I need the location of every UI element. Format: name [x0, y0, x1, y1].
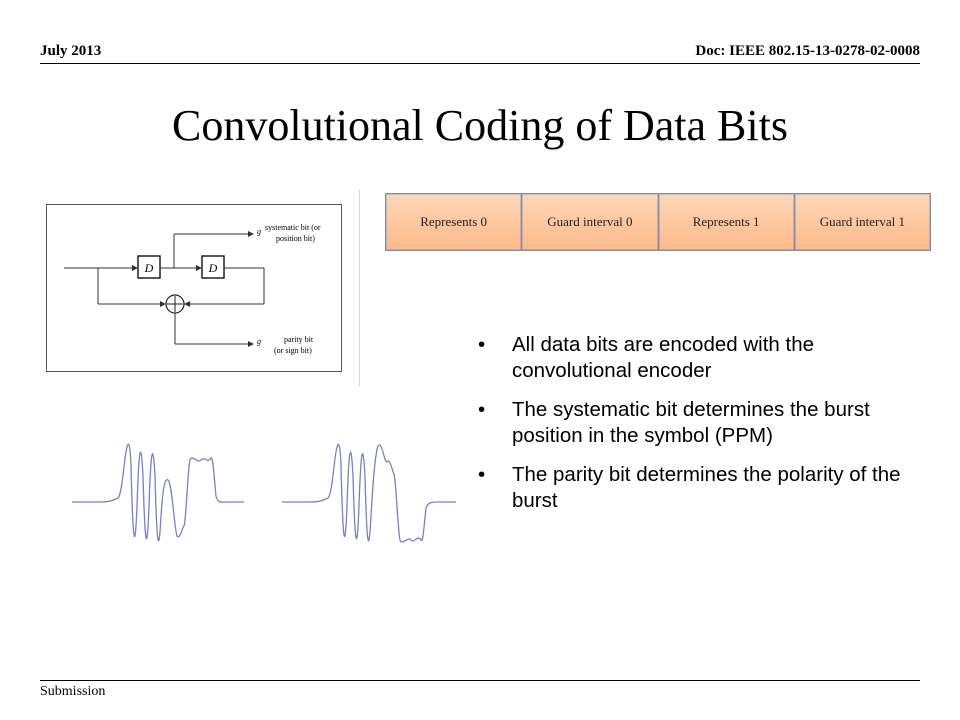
encoder-diagram: D D g systematic bit (or position bit) g… [46, 204, 342, 372]
out2-symbol: g [257, 337, 261, 346]
symbol-structure-bar: Represents 0 Guard interval 0 Represents… [385, 193, 931, 251]
bullet-text: All data bits are encoded with the convo… [512, 333, 814, 382]
out1-label-line1: systematic bit (or [265, 223, 321, 232]
segment-guard-interval-0: Guard interval 0 [522, 194, 659, 250]
header-doc-id: Doc: IEEE 802.15-13-0278-02-0008 [695, 43, 920, 59]
out2-label-line1: parity bit [284, 335, 314, 344]
header-rule [40, 63, 920, 64]
segment-guard-interval-1: Guard interval 1 [794, 194, 931, 250]
waveform-right [282, 443, 456, 543]
segment-represents-1: Represents 1 [658, 194, 795, 250]
bullet-text: The parity bit determines the polarity o… [512, 463, 901, 512]
waveform-left [72, 443, 244, 542]
delay-block-2 [201, 255, 225, 279]
segment-represents-0: Represents 0 [385, 194, 523, 250]
bullet-marker: • [478, 463, 486, 486]
bullet-marker: • [478, 398, 486, 421]
out1-label-line2: position bit) [276, 234, 315, 243]
header-date: July 2013 [40, 43, 102, 59]
bullet-item: • The parity bit determines the polarity… [478, 462, 928, 514]
delay-label-1: D [144, 261, 154, 275]
burst-waveforms [72, 443, 456, 543]
bullet-item: • The systematic bit determines the burs… [478, 397, 928, 449]
out1-symbol: g [257, 227, 261, 236]
figure-divider [359, 190, 360, 386]
out2-label-line2: (or sign bit) [274, 346, 312, 355]
delay-block-1 [137, 255, 161, 279]
footer-rule [40, 680, 920, 681]
bullet-item: • All data bits are encoded with the con… [478, 332, 928, 384]
delay-label-2: D [208, 261, 218, 275]
bullet-text: The systematic bit determines the burst … [512, 398, 870, 447]
bullet-marker: • [478, 333, 486, 356]
slide-header: July 2013 Doc: IEEE 802.15-13-0278-02-00… [40, 43, 920, 63]
footer-submission: Submission [40, 684, 106, 699]
slide-title: Convolutional Coding of Data Bits [172, 101, 788, 150]
bullet-list: • All data bits are encoded with the con… [478, 332, 928, 527]
